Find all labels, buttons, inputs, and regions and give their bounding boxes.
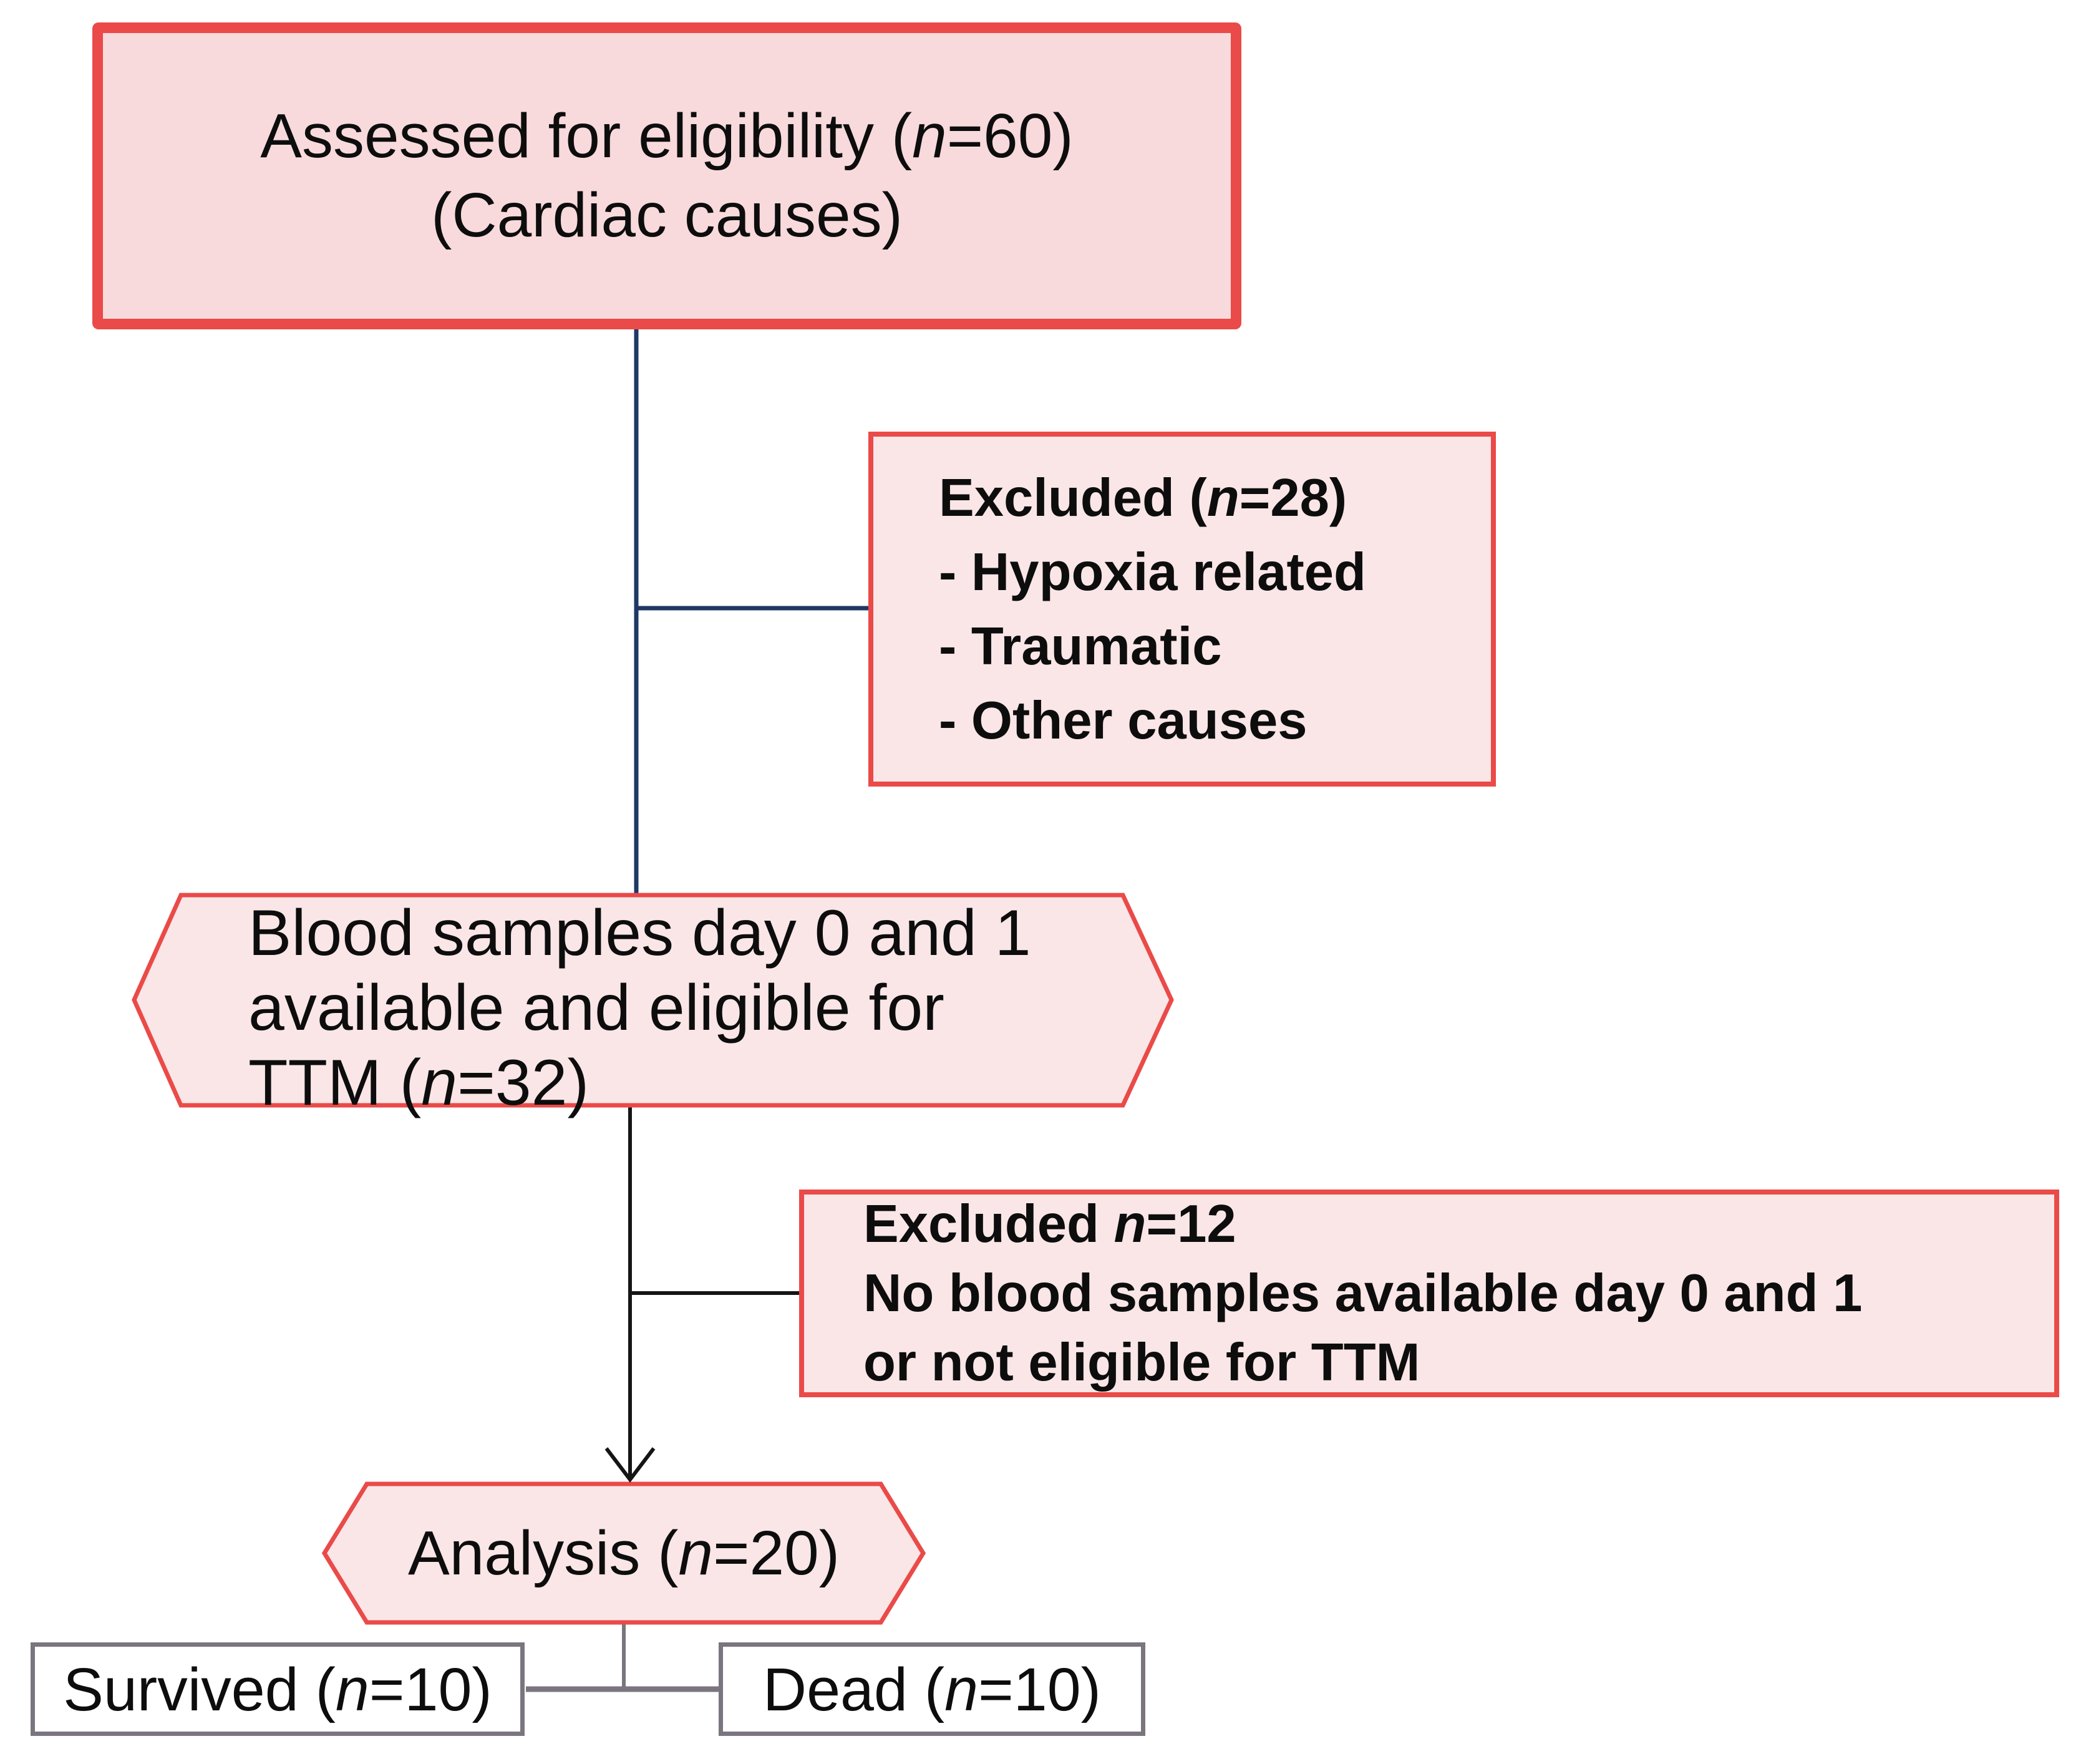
excluded-box-1-item: - Hypoxia related [939,542,1366,602]
dead-box-label: Dead (n=10) [763,1655,1101,1723]
excluded-box-1-title: Excluded (n=28) [939,468,1347,528]
assessed-box-line2: (Cardiac causes) [431,180,903,250]
analysis-hexagon-shape [321,1481,926,1625]
excluded-box-1-item: - Traumatic [939,616,1222,676]
survived-box: Survived (n=10) [31,1642,525,1736]
bloodsamples-line2: available and eligible for [248,972,944,1044]
excluded-box-1: Excluded (n=28) - Hypoxia related - Trau… [868,432,1496,787]
bloodsamples-hexagon-shape [132,893,1174,1108]
analysis-hexagon-text: Analysis (n=20) [324,1519,923,1587]
analysis-line1: Analysis (n=20) [407,1518,840,1588]
survived-box-label: Survived (n=10) [63,1655,492,1723]
arrowhead-down-icon [604,1447,656,1483]
excluded-box-2-line2: No blood samples available day 0 and 1 [863,1264,1863,1323]
excluded-box-2: Excluded n=12 No blood samples available… [799,1190,2059,1397]
excluded-box-2-title: Excluded n=12 [863,1195,1236,1254]
assessed-box: Assessed for eligibility (n=60) (Cardiac… [92,22,1241,329]
bloodsamples-line1: Blood samples day 0 and 1 [248,897,1031,969]
excluded-box-1-item: - Other causes [939,691,1307,750]
dead-box: Dead (n=10) [719,1642,1145,1736]
bloodsamples-hexagon-text: Blood samples day 0 and 1 available and … [248,896,1134,1120]
excluded-box-2-line3: or not eligible for TTM [863,1333,1420,1392]
assessed-box-line1: Assessed for eligibility (n=60) [260,101,1074,171]
bloodsamples-line3: TTM (n=32) [248,1047,589,1119]
